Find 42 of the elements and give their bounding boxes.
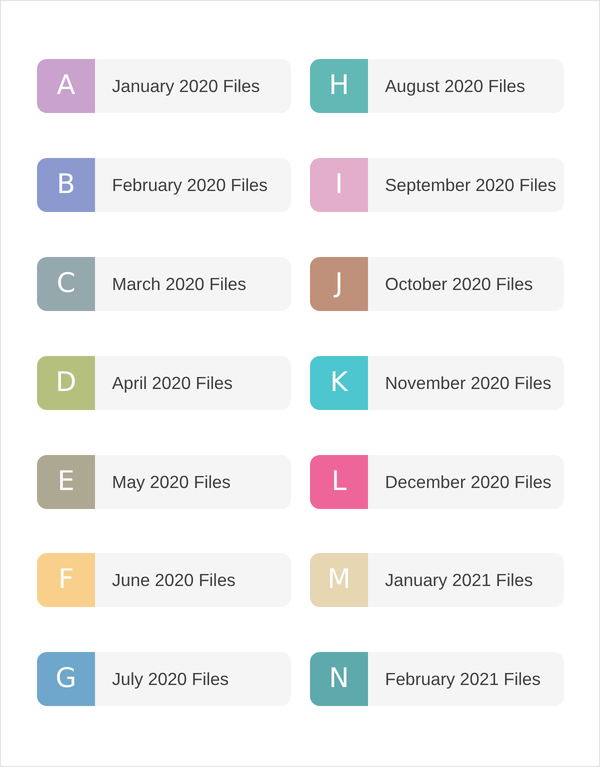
letter-tab: F [37, 553, 95, 607]
letter-tab: K [310, 356, 368, 410]
label-text: September 2020 Files [385, 174, 556, 196]
letter-tab: I [310, 158, 368, 212]
file-label [310, 158, 564, 212]
label-text: December 2020 Files [385, 471, 552, 493]
file-label [310, 59, 564, 113]
letter-tab: L [310, 455, 368, 509]
file-label [310, 356, 564, 410]
file-label [310, 652, 564, 706]
label-text: June 2020 Files [112, 569, 236, 591]
letter-tab: N [310, 652, 368, 706]
letter-tab: C [37, 257, 95, 311]
label-text: January 2020 Files [112, 75, 260, 97]
letter-tab: H [310, 59, 368, 113]
label-text: November 2020 Files [385, 372, 552, 394]
letter-tab: B [37, 158, 95, 212]
label-text: May 2020 Files [112, 471, 231, 493]
label-text: October 2020 Files [385, 273, 533, 295]
file-label [310, 553, 564, 607]
letter-tab: D [37, 356, 95, 410]
file-label [37, 257, 291, 311]
label-text: February 2020 Files [112, 174, 268, 196]
letter-tab: A [37, 59, 95, 113]
file-label [310, 257, 564, 311]
file-label [37, 652, 291, 706]
file-label [37, 356, 291, 410]
letter-tab: M [310, 553, 368, 607]
file-label [37, 455, 291, 509]
letter-tab: G [37, 652, 95, 706]
letter-tab: E [37, 455, 95, 509]
label-text: February 2021 Files [385, 668, 541, 690]
label-text: August 2020 Files [385, 75, 526, 97]
file-label [310, 455, 564, 509]
label-text: April 2020 Files [112, 372, 233, 394]
label-text: January 2021 Files [385, 569, 533, 591]
file-label [37, 158, 291, 212]
file-label [37, 59, 291, 113]
label-text: March 2020 Files [112, 273, 246, 295]
letter-tab: J [310, 257, 368, 311]
label-text: July 2020 Files [112, 668, 229, 690]
file-label [37, 553, 291, 607]
